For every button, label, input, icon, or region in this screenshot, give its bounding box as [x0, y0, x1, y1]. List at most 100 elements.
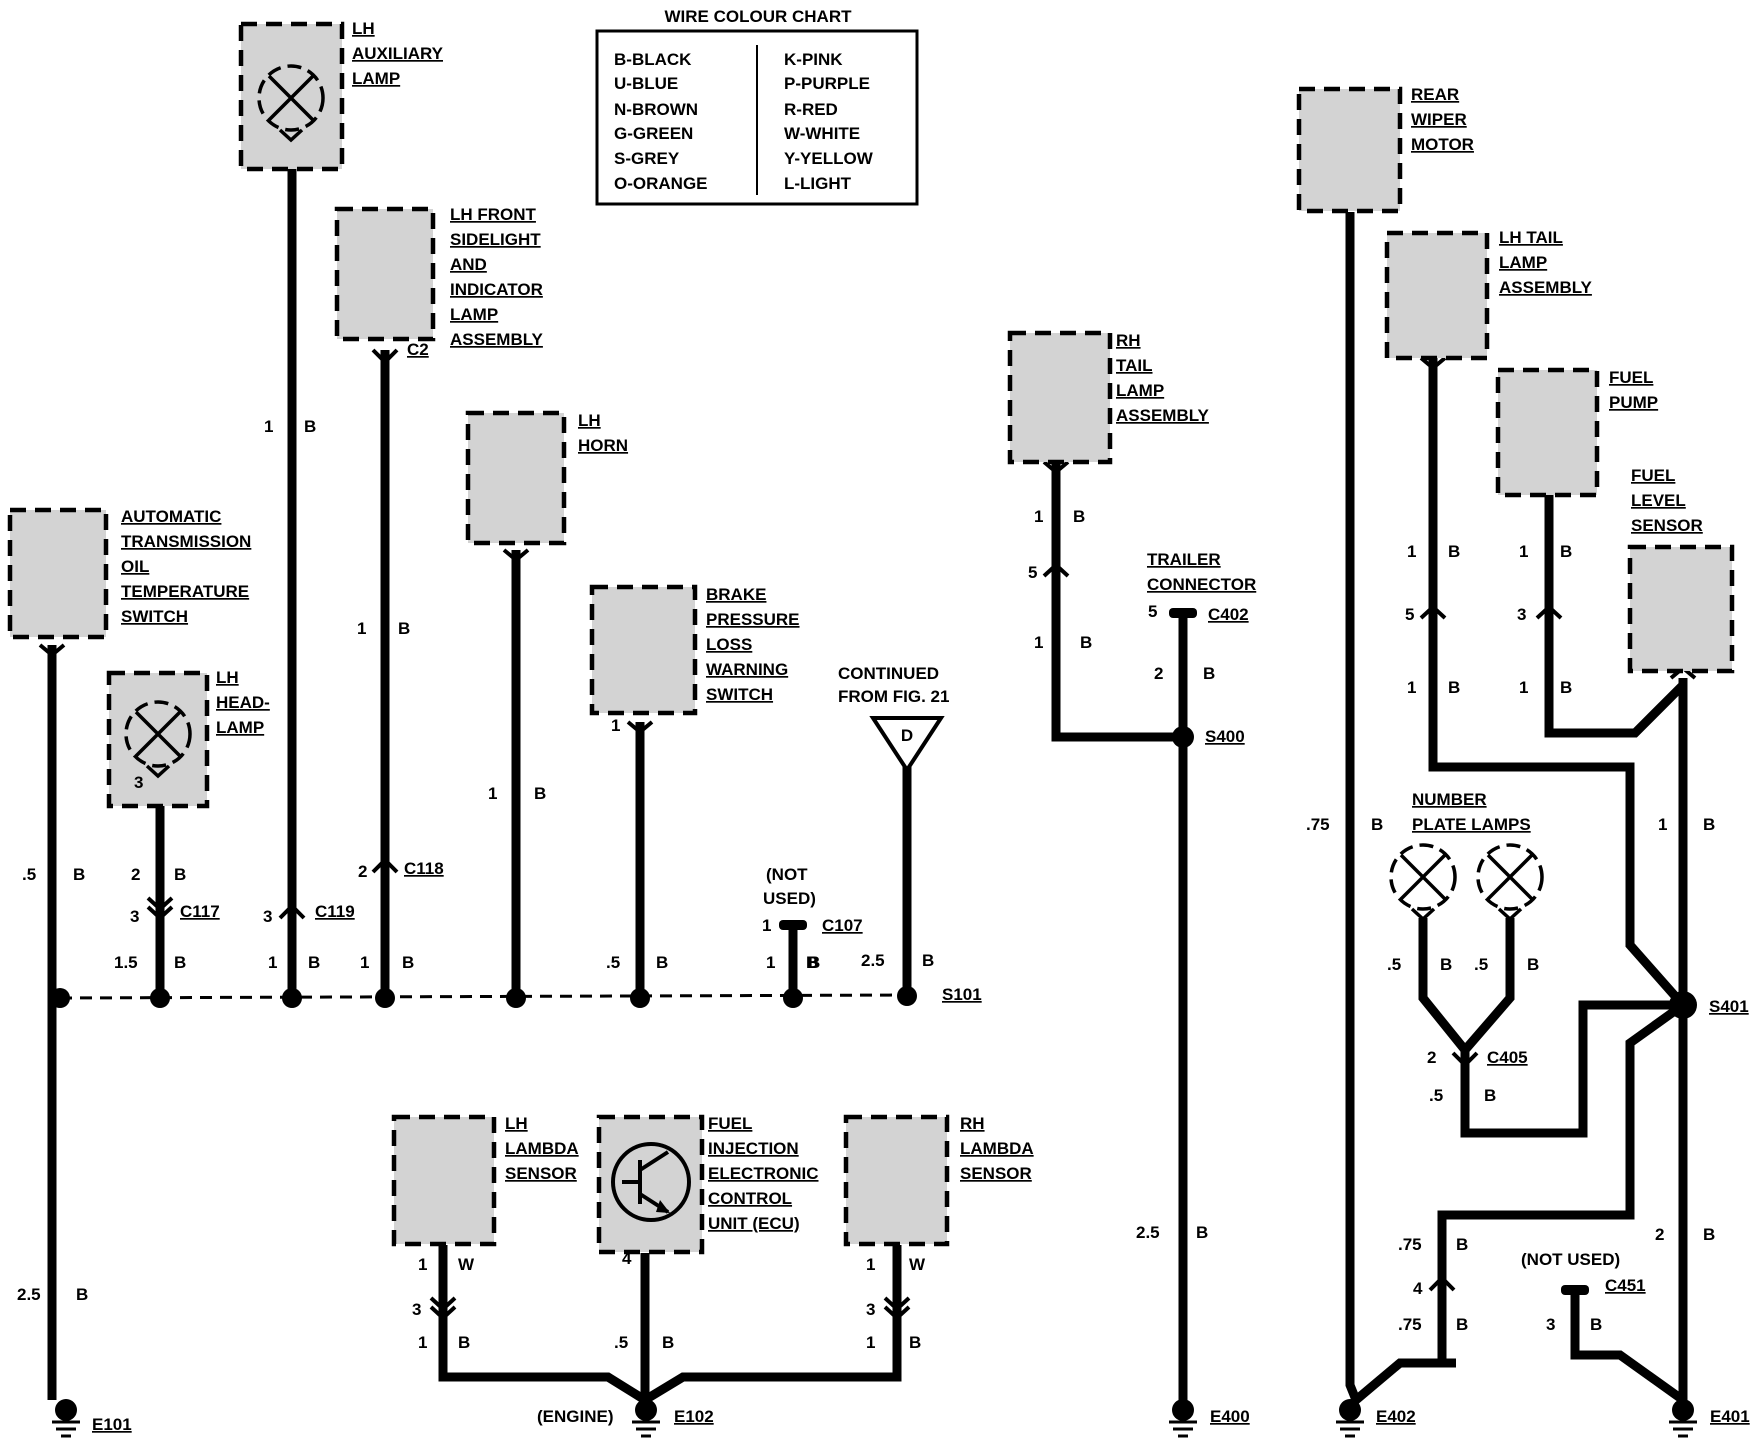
splice-label: S401	[1709, 997, 1749, 1016]
splice-label: S101	[942, 985, 982, 1004]
wire-label: B	[73, 865, 85, 884]
splice-node	[897, 986, 917, 1006]
wire-label: 2.5	[1136, 1223, 1160, 1242]
wire-label: 2	[1427, 1048, 1436, 1067]
ground-icon	[52, 1399, 80, 1438]
connector-label: C2	[407, 340, 429, 359]
component-label: SWITCH	[706, 685, 773, 704]
colour-entry: L-LIGHT	[784, 174, 852, 193]
connector-mark	[1451, 1051, 1479, 1068]
wire-label: B	[534, 784, 546, 803]
colour-entry: G-GREEN	[614, 124, 693, 143]
component-label: ASSEMBLY	[1499, 278, 1593, 297]
wire-label: B	[398, 619, 410, 638]
wire-label: 1	[264, 417, 273, 436]
component-label: WIPER	[1411, 110, 1467, 129]
wire-label: 4	[622, 1249, 632, 1268]
wire-label: B	[1440, 955, 1452, 974]
wire-label: 1	[866, 1255, 875, 1274]
ground-label: E401	[1710, 1407, 1750, 1426]
connector-mark	[1042, 460, 1070, 475]
connector-mark	[1419, 604, 1447, 620]
wire-label: 2	[358, 862, 367, 881]
component-label: LH	[578, 411, 601, 430]
wire-label: 1	[1407, 678, 1416, 697]
wire-label: 3	[130, 907, 139, 926]
wire-label: 1	[762, 916, 771, 935]
wire-label: B	[174, 953, 186, 972]
note-label: (ENGINE)	[537, 1407, 614, 1426]
splice-node	[506, 988, 526, 1008]
chart-title: WIRE COLOUR CHART	[665, 7, 853, 26]
wire-label: 1	[1519, 542, 1528, 561]
wire-label: .5	[614, 1333, 628, 1352]
ground-icon	[632, 1399, 660, 1438]
connector-mark	[883, 1296, 911, 1312]
wire-label: B	[909, 1333, 921, 1352]
wire-label: 1	[766, 953, 775, 972]
ground-icon	[1336, 1399, 1364, 1438]
connector-label: C118	[404, 859, 444, 878]
connector-label: C405	[1487, 1048, 1528, 1067]
lh-horn-box	[465, 410, 567, 546]
wire-label: .75	[1398, 1235, 1422, 1254]
c402-cap	[1169, 608, 1197, 618]
wire-label: B	[1080, 633, 1092, 652]
transistor-icon	[611, 1142, 691, 1222]
splice-node	[1172, 726, 1194, 748]
wire-label: 1	[418, 1255, 427, 1274]
connector-mark	[502, 548, 530, 563]
wire-label: 1	[418, 1333, 427, 1352]
connector-mark	[1428, 1275, 1456, 1292]
component-label: LH	[505, 1114, 528, 1133]
wire-label: 2	[1154, 664, 1163, 683]
c451-cap	[1561, 1285, 1589, 1295]
wire-label: B	[1371, 815, 1383, 834]
wire-label: .5	[1429, 1086, 1443, 1105]
lh-lambda-box	[391, 1114, 497, 1247]
component-label: SIDELIGHT	[450, 230, 541, 249]
ground-symbols	[52, 1399, 1697, 1438]
component-label: OIL	[121, 557, 149, 576]
component-label: AUXILIARY	[352, 44, 444, 63]
note-label: (NOT	[766, 865, 808, 884]
component-label: LAMP	[450, 305, 498, 324]
component-label: LOSS	[706, 635, 752, 654]
continued-label: FROM FIG. 21	[838, 687, 949, 706]
ground-icon	[1669, 1399, 1697, 1438]
lh-front-sidelight-box	[334, 206, 436, 342]
component-label: LAMBDA	[960, 1139, 1034, 1158]
component-label: ASSEMBLY	[1116, 406, 1210, 425]
ground-icon	[1169, 1399, 1197, 1438]
wire-label: 3	[412, 1300, 421, 1319]
wire-label: 1	[360, 953, 369, 972]
component-label: SENSOR	[505, 1164, 577, 1183]
component-label: FUEL	[1609, 368, 1653, 387]
continued-symbol: D	[901, 726, 913, 745]
wire-label: B	[308, 953, 320, 972]
component-label: CONNECTOR	[1147, 575, 1256, 594]
splice-node	[375, 988, 395, 1008]
wire	[642, 1245, 902, 1404]
component-labels: LH AUXILIARY LAMP LH FRONT SIDELIGHT AND…	[121, 19, 1703, 1233]
connector-label: C119	[315, 902, 355, 921]
component-label: HEAD-	[216, 693, 270, 712]
component-label: REAR	[1411, 85, 1459, 104]
colour-entry: K-PINK	[784, 50, 843, 69]
wire	[1460, 1000, 1683, 1138]
wire-label: 3	[1546, 1315, 1555, 1334]
wire-label: B	[1560, 542, 1572, 561]
component-label: AND	[450, 255, 487, 274]
wire-label: 3	[1517, 605, 1526, 624]
component-label: INDICATOR	[450, 280, 543, 299]
s101-bus	[59, 993, 909, 1000]
connector-mark	[429, 1305, 457, 1321]
note-label: USED)	[763, 889, 816, 908]
wire-label: B	[1703, 1225, 1715, 1244]
component-label: TEMPERATURE	[121, 582, 249, 601]
wire-label: .5	[22, 865, 36, 884]
connector-mark	[1042, 562, 1070, 578]
wire-label: 3	[263, 907, 272, 926]
wire	[1418, 918, 1469, 1053]
component-label: LAMBDA	[505, 1139, 579, 1158]
